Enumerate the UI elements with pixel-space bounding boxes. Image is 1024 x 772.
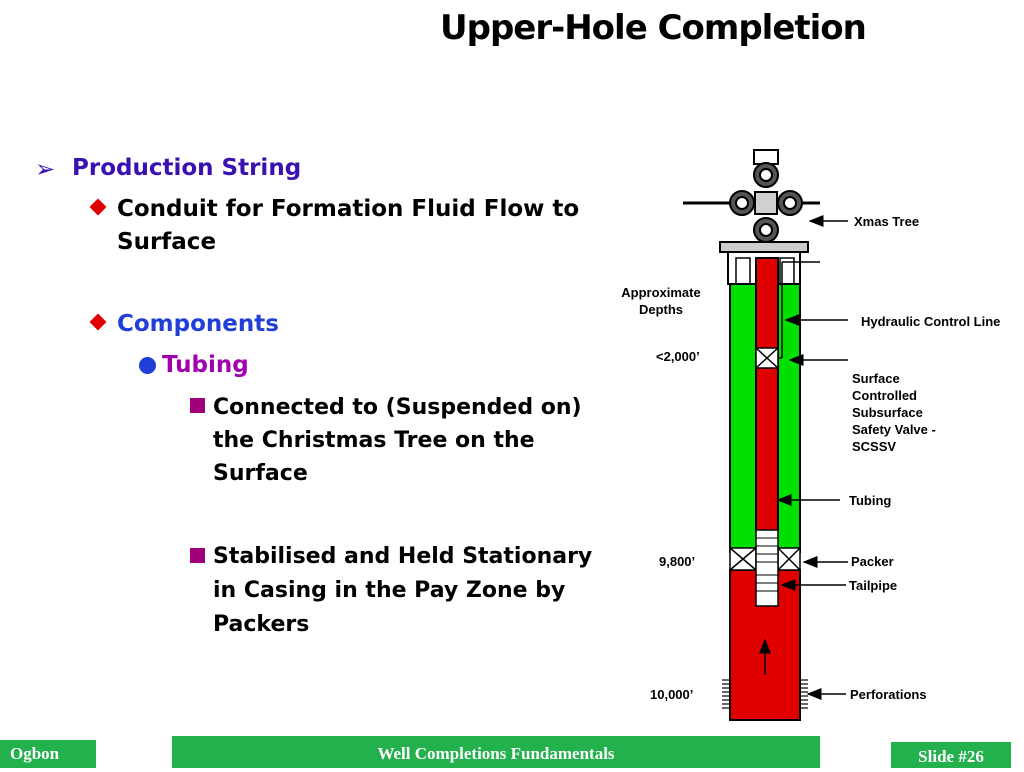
scssv-line3: Subsurface: [852, 405, 923, 420]
xmas-tree-icon: [683, 149, 820, 253]
circle-bullet-icon: [139, 357, 156, 374]
bullet-connected-line2: the Christmas Tree on the: [213, 428, 535, 453]
packer-icon: [729, 547, 801, 571]
bullet-conduit-line1: Conduit for Formation Fluid Flow to: [117, 196, 580, 222]
bullet-production-string: Production String: [72, 155, 302, 181]
depths-header: Approximate Depths: [618, 284, 704, 318]
footer-course: Well Completions Fundamentals: [172, 736, 820, 768]
packer-label: Packer: [851, 554, 894, 569]
tailpipe-icon: [755, 529, 779, 607]
depths-header-line2: Depths: [638, 302, 684, 317]
xmas-tree-label: Xmas Tree: [854, 214, 920, 229]
square-bullet-icon: [190, 398, 205, 413]
bullet-stabilised-line2: in Casing in the Pay Zone by: [213, 578, 566, 603]
depth-9800-label: 9,800’: [659, 554, 696, 569]
depths-header-line1: Approximate: [621, 285, 701, 300]
tubing-string: [755, 257, 779, 532]
depth-10000-label: 10,000’: [650, 687, 694, 702]
tailpipe-label: Tailpipe: [849, 578, 898, 593]
scssv-label: Surface Controlled Subsurface Safety Val…: [852, 370, 936, 455]
arrow-bullet-icon: ➢: [35, 155, 56, 183]
slide-title: Upper-Hole Completion: [440, 8, 867, 48]
footer-author: Ogbon: [0, 740, 96, 768]
footer-slide-number: Slide #26: [891, 742, 1011, 768]
bullet-connected-line3: Surface: [213, 461, 308, 486]
depth-2000-label: <2,000’: [656, 349, 700, 364]
bullet-stabilised-line1: Stabilised and Held Stationary: [213, 544, 593, 569]
scssv-line2: Controlled: [852, 388, 917, 403]
hydraulic-control-line-label: Hydraulic Control Line: [861, 314, 1001, 329]
perforations-label: Perforations: [850, 687, 927, 702]
bullet-tubing: Tubing: [162, 352, 249, 378]
bullet-components: Components: [117, 311, 279, 337]
scssv-line5: SCSSV: [852, 439, 897, 454]
bullet-stabilised-line3: Packers: [213, 612, 310, 637]
perforations-icon: [722, 679, 808, 709]
bullet-list: ➢ Production String Conduit for Formatio…: [35, 155, 593, 637]
scssv-line1: Surface: [852, 371, 900, 386]
bullet-connected-line1: Connected to (Suspended on): [213, 395, 582, 420]
square-bullet-icon: [190, 548, 205, 563]
scssv-line4: Safety Valve -: [852, 422, 936, 437]
tubing-label: Tubing: [849, 493, 892, 508]
bullet-conduit-line2: Surface: [117, 229, 217, 255]
